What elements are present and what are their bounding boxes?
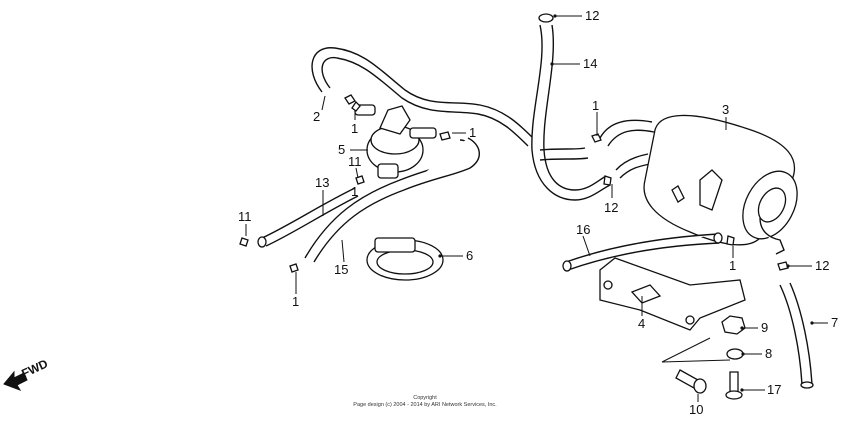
copyright-line-2: Page design (c) 2004 - 2014 by ARI Netwo… [353, 402, 497, 408]
callout-13: 13 [315, 175, 329, 190]
copyright-line-1: Copyright [413, 395, 437, 401]
callout-10: 10 [689, 402, 703, 417]
clips [239, 94, 789, 273]
callout-labels: 12 14 2 1 1 1 3 5 11 13 11 1 12 16 6 15 … [238, 8, 838, 417]
hose-13 [257, 187, 359, 248]
hose-2 [311, 47, 536, 147]
clip-12-top [538, 13, 554, 23]
bracket-4 [599, 257, 746, 331]
callout-11-mid: 11 [348, 154, 362, 169]
hose-15 [304, 137, 480, 263]
callout-11-left: 11 [238, 209, 252, 224]
bolt-10 [675, 369, 707, 394]
callout-12-canister: 12 [604, 200, 618, 215]
callout-1-bottom-left: 1 [292, 294, 299, 309]
washer-8 [726, 348, 744, 360]
canister-3 [643, 114, 798, 255]
callout-1-mid: 1 [351, 184, 358, 199]
callout-15: 15 [334, 262, 348, 277]
callout-1-pump-top: 1 [351, 121, 358, 136]
fwd-indicator: FWD [3, 356, 50, 391]
callout-7: 7 [831, 315, 838, 330]
callout-16: 16 [576, 222, 590, 237]
fuel-pump-5 [354, 104, 437, 179]
bolt-17 [725, 371, 743, 400]
callout-3: 3 [722, 102, 729, 117]
callout-8: 8 [765, 346, 772, 361]
callout-12-right: 12 [815, 258, 829, 273]
callout-1-canister: 1 [592, 98, 599, 113]
hose-16 [562, 232, 723, 272]
callout-2: 2 [313, 109, 320, 124]
callout-1-pump-right: 1 [469, 125, 476, 140]
callout-6: 6 [466, 248, 473, 263]
copyright: Copyright Page design (c) 2004 - 2014 by… [353, 395, 497, 408]
fwd-label: FWD [19, 356, 50, 380]
callout-9: 9 [761, 320, 768, 335]
leader-dots [438, 14, 814, 392]
callout-12-top: 12 [585, 8, 599, 23]
leader-lines [245, 15, 828, 402]
callout-1-bracket: 1 [729, 258, 736, 273]
callout-17: 17 [767, 382, 781, 397]
callout-5: 5 [338, 142, 345, 157]
nut-9 [721, 315, 746, 335]
callout-14: 14 [583, 56, 597, 71]
callout-4: 4 [638, 316, 645, 331]
hose-7 [779, 282, 814, 389]
band-6 [366, 237, 444, 281]
fwd-arrow-icon [3, 370, 28, 391]
